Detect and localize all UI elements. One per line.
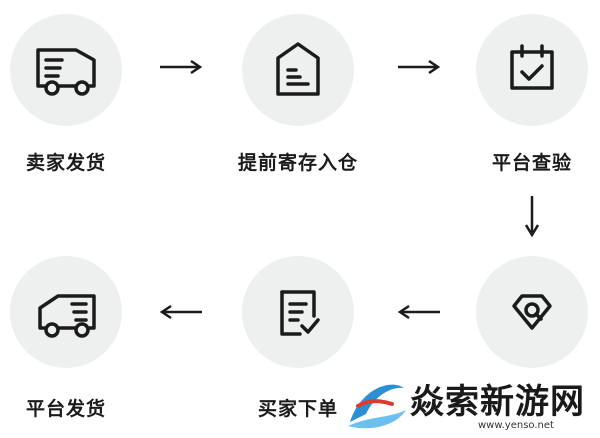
watermark-url: www.yenso.net bbox=[478, 420, 554, 431]
step-label-seller-ship: 卖家发货 bbox=[25, 152, 107, 174]
arrow-down-icon bbox=[524, 196, 540, 238]
arrow-right-icon bbox=[398, 59, 441, 75]
arrow-right-icon bbox=[160, 59, 203, 75]
step-verify-circle bbox=[476, 256, 588, 368]
arrow-left-icon bbox=[397, 304, 440, 320]
watermark-logo-icon bbox=[348, 384, 406, 429]
step-inspection-circle bbox=[476, 14, 588, 126]
diamond-search-icon bbox=[512, 294, 552, 330]
order-form-icon bbox=[280, 290, 320, 336]
step-label-buyer-order: 买家下单 bbox=[257, 398, 339, 420]
step-label-platform-ship: 平台发货 bbox=[25, 398, 107, 420]
step-buyer-order-circle bbox=[242, 256, 354, 368]
delivery-truck-icon bbox=[36, 48, 96, 96]
step-seller-ship-circle bbox=[10, 14, 122, 126]
step-warehouse-circle bbox=[242, 14, 354, 126]
watermark-text: 焱索新游网 bbox=[410, 382, 585, 422]
watermark: 焱索新游网 www.yenso.net bbox=[340, 368, 600, 438]
calendar-check-icon bbox=[510, 44, 554, 90]
arrow-left-icon bbox=[159, 304, 202, 320]
step-label-warehouse: 提前寄存入仓 bbox=[237, 152, 359, 174]
warehouse-icon bbox=[276, 42, 320, 96]
step-label-inspection: 平台查验 bbox=[491, 152, 573, 174]
step-platform-ship-circle bbox=[10, 256, 122, 368]
fast-truck-icon bbox=[38, 294, 96, 338]
